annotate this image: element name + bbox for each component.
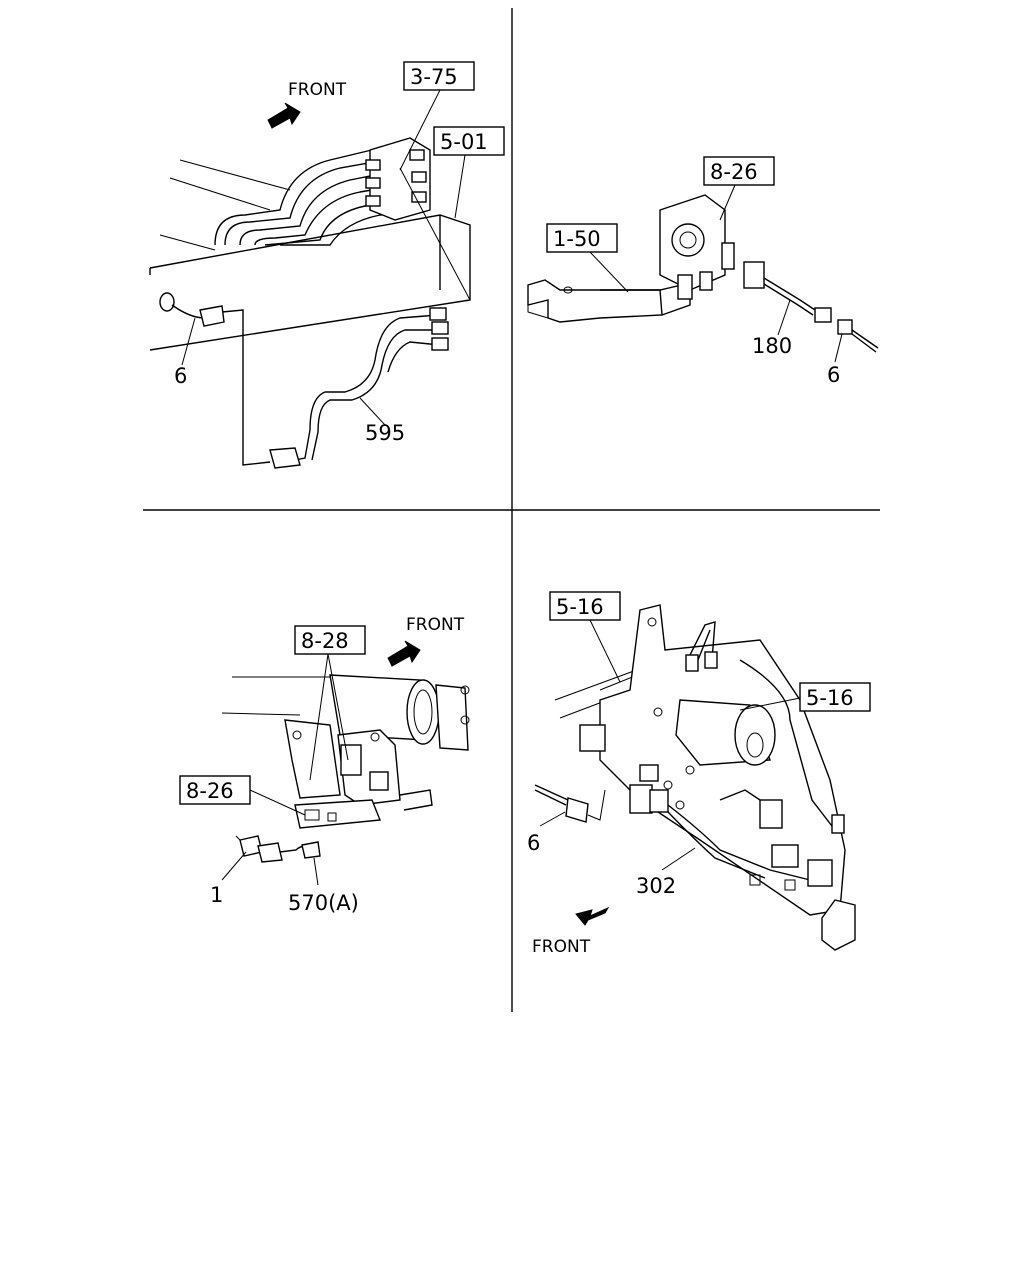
panel-bottom-right: 5-16 5-16 FRONT 6 302 [527, 591, 871, 957]
callout-302: 302 [636, 874, 676, 898]
front-label: FRONT [532, 937, 591, 957]
frame-rail [149, 159, 471, 351]
panel-dividers [143, 8, 880, 1012]
svg-text:3-75: 3-75 [410, 65, 458, 89]
panel-bottom-left: 8-28 8-26 FRONT 1 570(A) [179, 615, 470, 915]
ref-box-5-16-a: 5-16 [549, 591, 621, 683]
wire-harness-302 [629, 764, 856, 951]
ref-box-5-16-b: 5-16 [739, 682, 871, 712]
callout-6: 6 [527, 831, 540, 855]
wire-harness-570a [235, 835, 321, 863]
front-indicator-top-left: FRONT [267, 80, 347, 129]
callout-6: 6 [174, 364, 187, 388]
mounting-bracket [527, 279, 691, 323]
ref-box-1-50: 1-50 [546, 223, 629, 293]
front-arrow-icon [267, 102, 301, 129]
modulator-unit [659, 194, 735, 300]
ref-box-3-75: 3-75 [399, 61, 475, 171]
callout-570a: 570(A) [288, 891, 359, 915]
svg-text:5-01: 5-01 [440, 130, 488, 154]
panel-top-right: 8-26 1-50 180 6 [527, 156, 879, 387]
front-label: FRONT [406, 615, 465, 635]
svg-text:8-26: 8-26 [710, 160, 758, 184]
callout-6: 6 [827, 363, 840, 387]
callout-180: 180 [752, 334, 792, 358]
ref-box-8-28: 8-28 [294, 625, 366, 781]
svg-text:8-28: 8-28 [301, 629, 349, 653]
sensor-6-top-right [837, 319, 879, 353]
svg-text:5-16: 5-16 [806, 686, 854, 710]
ref-box-5-01: 5-01 [433, 126, 505, 219]
front-indicator-bottom-left: FRONT [387, 615, 465, 667]
front-indicator-bottom-right: FRONT [532, 906, 610, 957]
sensor-6-bottom-right [534, 784, 606, 823]
callout-595: 595 [365, 421, 405, 445]
svg-text:8-26: 8-26 [186, 779, 234, 803]
valve-block [365, 137, 431, 221]
sensor-6-top-left [159, 292, 225, 327]
svg-text:1-50: 1-50 [553, 227, 601, 251]
actuator-motor [653, 699, 776, 810]
front-arrow-icon [387, 640, 421, 667]
front-label: FRONT [288, 80, 347, 100]
front-arrow-icon [575, 906, 610, 926]
svg-text:5-16: 5-16 [556, 595, 604, 619]
ref-box-8-26-top: 8-26 [703, 156, 775, 221]
cross-member [329, 674, 470, 751]
wire-harness-180 [743, 261, 832, 323]
panel-top-left: FRONT 3-75 5-01 6 595 [149, 61, 505, 469]
wire-harness-595 [221, 307, 449, 469]
callout-1: 1 [210, 883, 223, 907]
ref-box-8-26-bottom: 8-26 [179, 775, 306, 816]
